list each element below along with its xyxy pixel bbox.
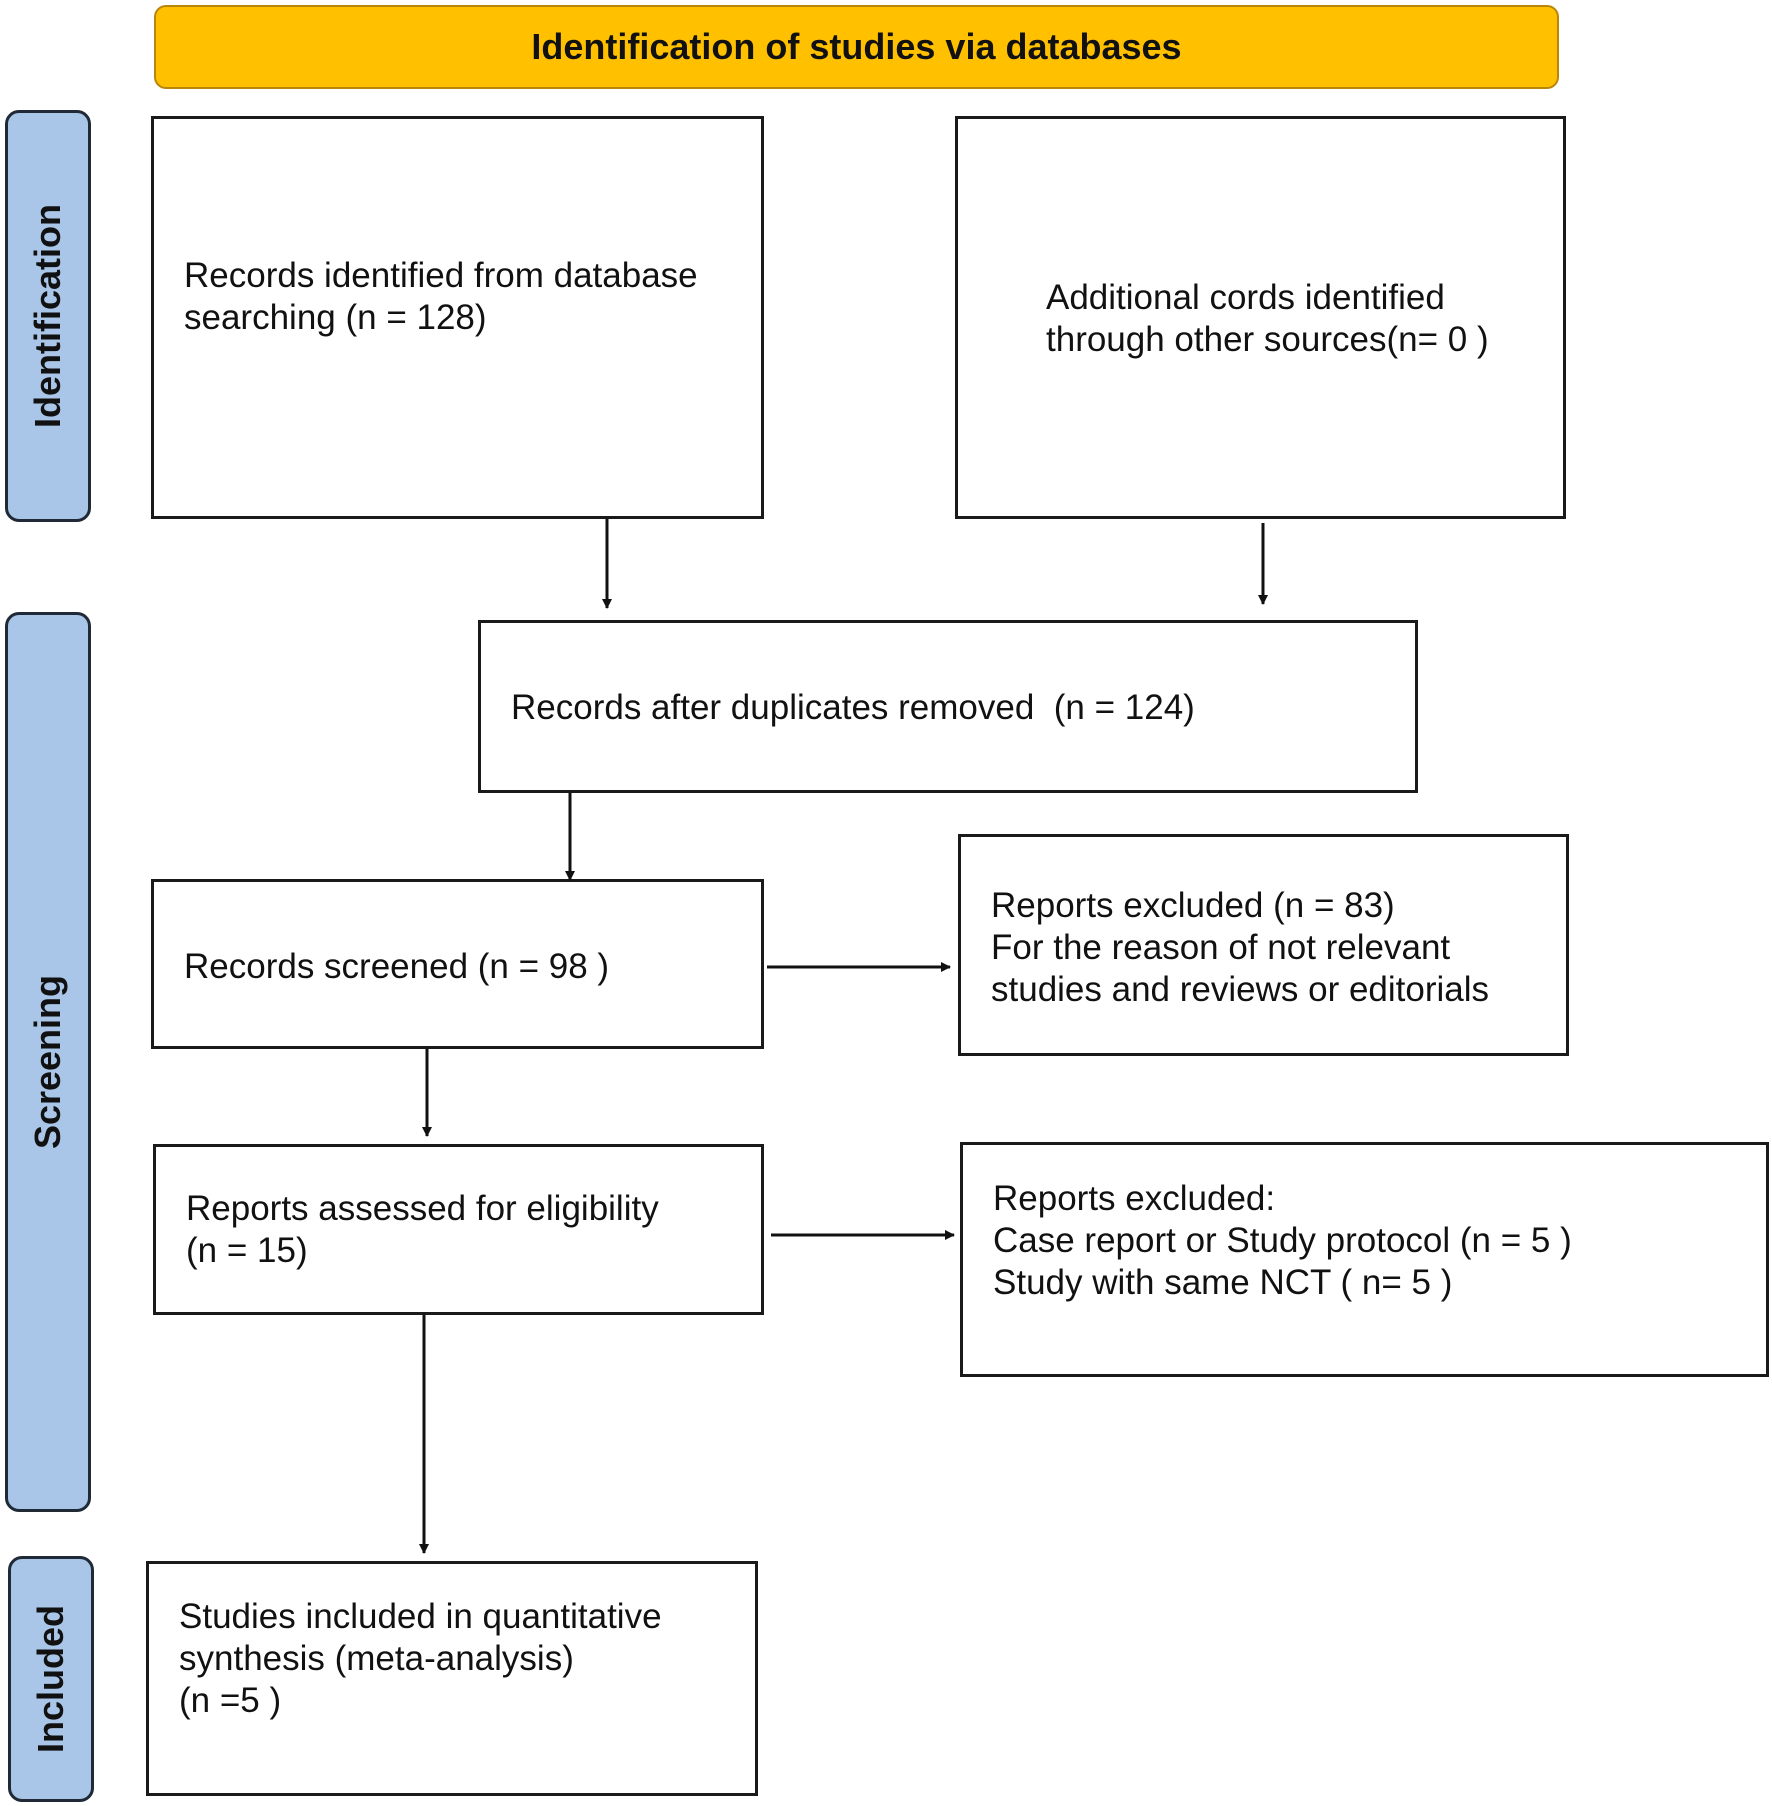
box-other-sources-line-2: through other sources(n= 0 ): [1046, 320, 1489, 359]
header-title: Identification of studies via databases: [154, 5, 1559, 89]
box-records-screened-line-1: Records screened (n = 98 ): [184, 947, 610, 986]
box-studies-included-line-1: Studies included in quantitative: [179, 1597, 662, 1636]
box-eligibility-line-1: Reports assessed for eligibility: [186, 1189, 659, 1228]
box-after-duplicates: Records after duplicates removed (n = 12…: [478, 620, 1418, 793]
box-eligibility-line-2: (n = 15): [186, 1231, 308, 1270]
box-excluded-eligibility-line-1: Reports excluded:: [993, 1179, 1276, 1218]
box-excluded-eligibility: Reports excluded: Case report or Study p…: [960, 1142, 1769, 1377]
box-database-records-line-2: searching (n = 128): [184, 298, 487, 337]
box-other-sources-line-1: Additional cords identified: [1046, 278, 1445, 317]
phase-label-screening: Screening: [5, 612, 91, 1512]
box-eligibility: Reports assessed for eligibility (n = 15…: [153, 1144, 764, 1315]
box-excluded-screening-line-3: studies and reviews or editorials: [991, 970, 1490, 1009]
box-records-screened: Records screened (n = 98 ): [151, 879, 764, 1049]
box-excluded-screening-line-1: Reports excluded (n = 83): [991, 886, 1395, 925]
box-after-duplicates-line-1: Records after duplicates removed (n = 12…: [511, 688, 1195, 727]
box-excluded-eligibility-line-3: Study with same NCT ( n= 5 ): [993, 1263, 1453, 1302]
box-database-records-line-1: Records identified from database: [184, 256, 698, 295]
phase-label-included: Included: [8, 1556, 94, 1802]
box-excluded-eligibility-line-2: Case report or Study protocol (n = 5 ): [993, 1221, 1572, 1260]
box-studies-included-line-3: (n =5 ): [179, 1681, 282, 1720]
box-studies-included: Studies included in quantitative synthes…: [146, 1561, 758, 1796]
box-studies-included-line-2: synthesis (meta-analysis): [179, 1639, 574, 1678]
phase-label-identification: Identification: [5, 110, 91, 522]
box-database-records: Records identified from database searchi…: [151, 116, 764, 519]
box-excluded-screening: Reports excluded (n = 83) For the reason…: [958, 834, 1569, 1056]
box-excluded-screening-line-2: For the reason of not relevant: [991, 928, 1451, 967]
box-other-sources: Additional cords identified through othe…: [955, 116, 1566, 519]
